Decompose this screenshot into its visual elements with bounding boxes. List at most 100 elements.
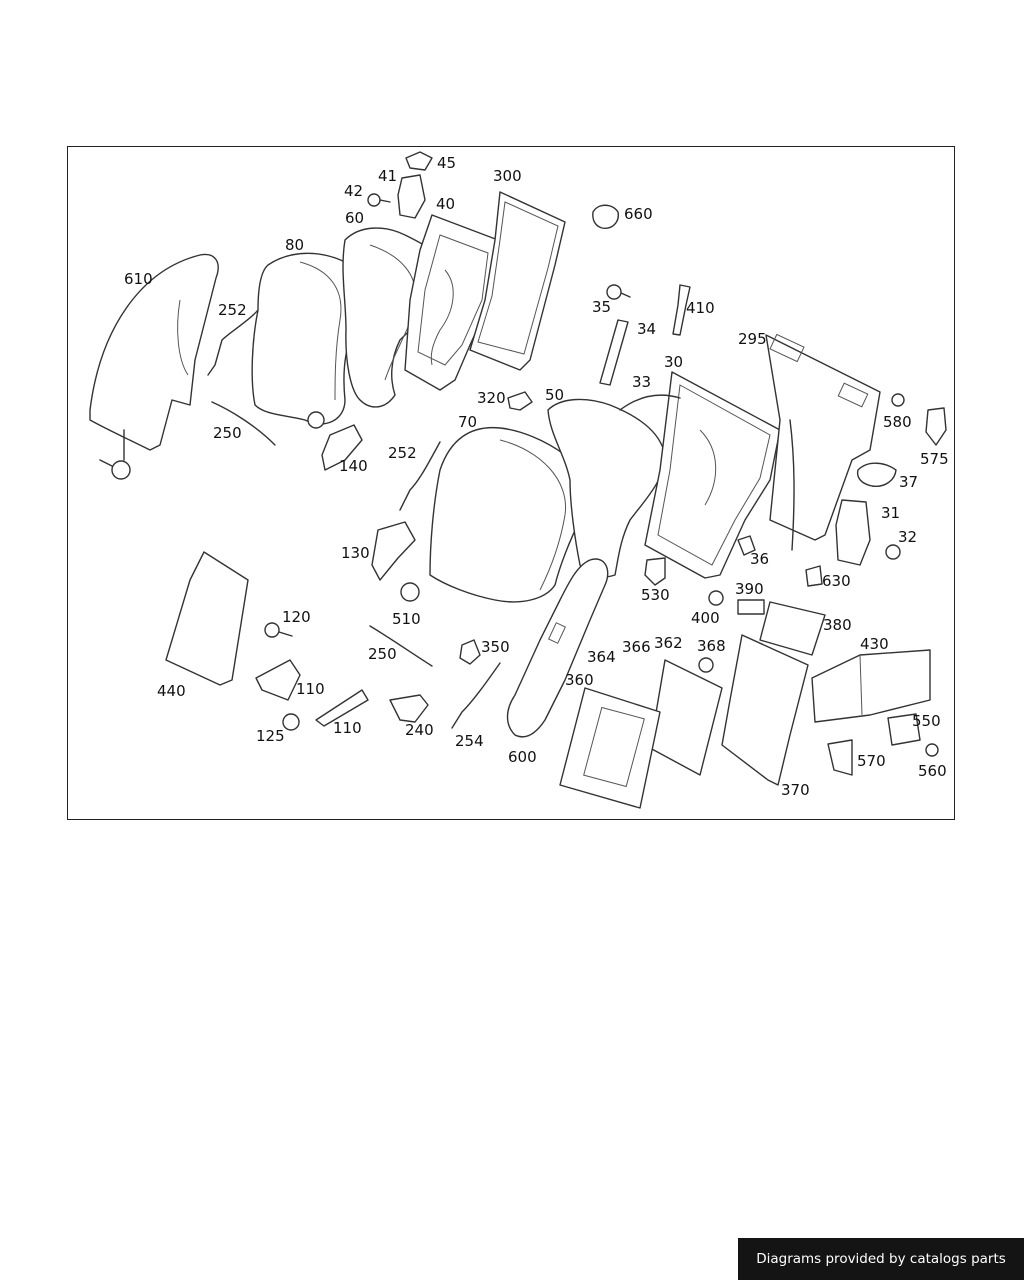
part-label: 295 (738, 330, 767, 348)
footer-credit: Diagrams provided by catalogs parts (738, 1238, 1024, 1280)
screw-35 (606, 284, 622, 300)
panel-362 (649, 659, 723, 776)
spring-252-lower (399, 441, 441, 511)
part-label: 33 (632, 373, 651, 391)
part-label: 40 (436, 195, 455, 213)
screw-560 (925, 743, 939, 757)
part-label: 120 (282, 608, 311, 626)
part-label: 31 (881, 504, 900, 522)
clip-240 (389, 694, 429, 723)
part-label: 37 (899, 473, 918, 491)
part-label: 110 (333, 719, 362, 737)
latch-31 (835, 499, 871, 566)
bolt-410 (672, 284, 691, 336)
part-label: 60 (345, 209, 364, 227)
backrest-frame-50 (547, 398, 666, 578)
part-label: 550 (912, 712, 941, 730)
bracket-550 (887, 713, 921, 746)
cap-37 (856, 462, 897, 487)
part-label: 370 (781, 781, 810, 799)
part-label: 362 (654, 634, 683, 652)
panel-300 (469, 191, 566, 371)
part-label: 45 (437, 154, 456, 172)
screw-580 (891, 393, 905, 407)
nut-510 (400, 582, 420, 602)
clip-36 (737, 535, 756, 556)
part-label: 400 (691, 609, 720, 627)
part-label: 30 (664, 353, 683, 371)
screw-400 (708, 590, 724, 606)
bracket-320 (507, 391, 533, 411)
spring-254 (451, 662, 501, 729)
part-label: 630 (822, 572, 851, 590)
part-label: 36 (750, 550, 769, 568)
part-label: 300 (493, 167, 522, 185)
hook-575 (925, 407, 947, 446)
hinge-130 (371, 521, 416, 581)
part-label: 140 (339, 457, 368, 475)
screw-32 (885, 544, 901, 560)
part-label: 350 (481, 638, 510, 656)
side-cover-610 (89, 253, 219, 451)
part-label: 254 (455, 732, 484, 750)
part-drawings (89, 151, 947, 809)
part-label: 575 (920, 450, 949, 468)
clip-660 (592, 204, 619, 229)
part-label: 34 (637, 320, 656, 338)
hinge-140 (321, 424, 363, 471)
part-label: 390 (735, 580, 764, 598)
clip-630 (805, 565, 823, 587)
plate-110-lower (315, 689, 369, 727)
diagram-frame (67, 146, 955, 820)
part-label: 32 (898, 528, 917, 546)
part-label: 610 (124, 270, 153, 288)
part-label: 368 (697, 637, 726, 655)
part-label: 250 (213, 424, 242, 442)
part-label: 80 (285, 236, 304, 254)
part-label: 320 (477, 389, 506, 407)
trim-600 (506, 558, 609, 738)
part-label: 130 (341, 544, 370, 562)
screw-125 (282, 713, 300, 731)
spring-250-lower (369, 625, 433, 667)
part-label: 380 (823, 616, 852, 634)
switch-panel-380 (759, 601, 826, 656)
switch-390 (737, 599, 765, 615)
part-label: 600 (508, 748, 537, 766)
part-label: 250 (368, 645, 397, 663)
clip-350 (459, 639, 481, 665)
part-labels: 45 41 42 40 300 660 60 80 610 252 35 410… (124, 154, 949, 799)
spring-252-upper (207, 309, 259, 376)
armrest-cover-440 (165, 551, 249, 686)
screw-368 (698, 657, 714, 673)
part-label: 125 (256, 727, 285, 745)
panel-360 (559, 687, 661, 809)
part-label: 252 (218, 301, 247, 319)
part-label: 42 (344, 182, 363, 200)
spring-250-upper (211, 401, 276, 446)
screw-120 (264, 622, 280, 638)
part-label: 252 (388, 444, 417, 462)
part-label: 430 (860, 635, 889, 653)
part-label: 50 (545, 386, 564, 404)
part-label: 240 (405, 721, 434, 739)
part-label: 560 (918, 762, 947, 780)
screw-640 (99, 459, 131, 480)
part-label: 510 (392, 610, 421, 628)
bracket-110-upper (255, 659, 301, 701)
part-label: 660 (624, 205, 653, 223)
bracket-570 (827, 739, 853, 776)
rod-34 (599, 319, 629, 386)
part-label: 110 (296, 680, 325, 698)
part-label: 41 (378, 167, 397, 185)
part-label: 410 (686, 299, 715, 317)
part-label: 440 (157, 682, 186, 700)
wire-33 (619, 394, 681, 411)
part-label: 530 (641, 586, 670, 604)
bracket-41 (397, 174, 426, 219)
cover-370 (721, 634, 809, 786)
part-label: 360 (565, 671, 594, 689)
bracket-530 (644, 557, 666, 586)
part-label: 364 (587, 648, 616, 666)
